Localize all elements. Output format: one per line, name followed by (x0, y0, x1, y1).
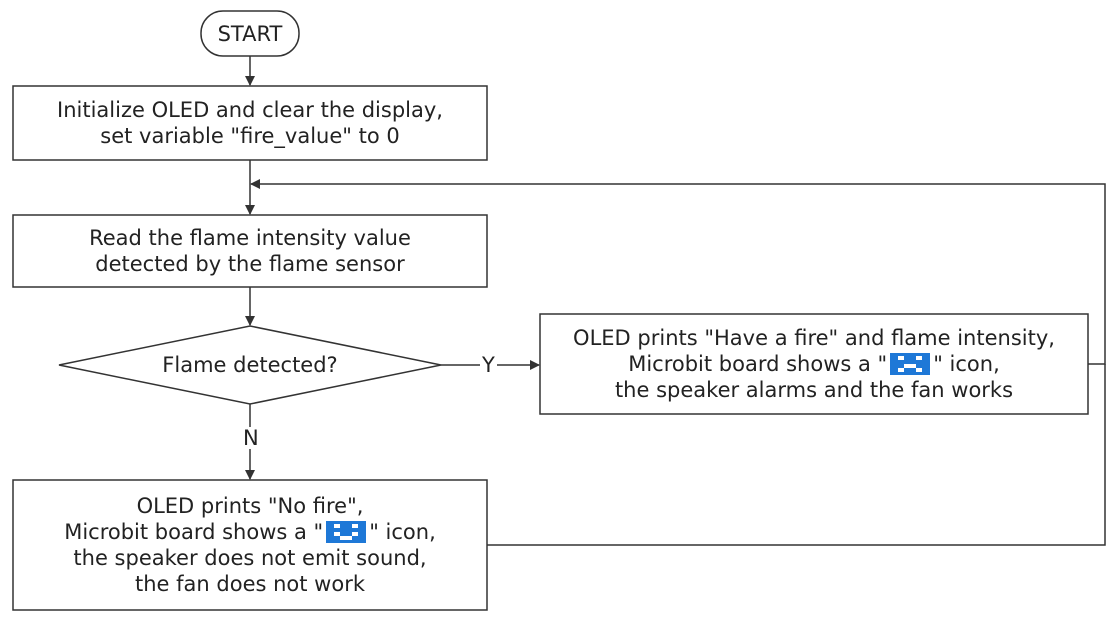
no-edge-label: N (242, 426, 260, 450)
smile-face-led-eye-left (334, 524, 341, 528)
init-line-2: set variable "fire_value" to 0 (100, 124, 400, 148)
read-box-shape (12, 214, 488, 288)
sad-face-led-mouth-right (916, 368, 923, 372)
init-box-shape (12, 85, 488, 161)
init-box: Initialize OLED and clear the display, s… (13, 86, 487, 160)
decision-node: Flame detected? (100, 345, 400, 385)
yes-line-2: Microbit board shows a " " icon, (628, 351, 1000, 377)
decision-label: Flame detected? (162, 353, 338, 377)
read-line-1: Read the flame intensity value (89, 226, 411, 250)
smile-face-led-mouth-right (352, 532, 359, 536)
yes-line-2-post: " icon, (933, 352, 1000, 376)
edge-no-loop-back (487, 364, 1106, 546)
smile-face-led-icon (326, 521, 367, 543)
yes-line-2-pre: Microbit board shows a " (628, 352, 888, 376)
sad-face-led-mouth-left (898, 368, 905, 372)
no-line-1: OLED prints "No fire", (136, 494, 364, 518)
no-line-2-post: " icon, (369, 520, 436, 544)
yes-box-shape (539, 313, 1089, 415)
smile-face-led-mouth-left (334, 532, 341, 536)
read-box: Read the flame intensity value detected … (13, 215, 487, 287)
smile-face-led-eye-right (352, 524, 359, 528)
read-line-2: detected by the flame sensor (95, 252, 405, 276)
smile-face-led-mouth-bottom (340, 536, 353, 540)
yes-line-1: OLED prints "Have a fire" and flame inte… (573, 326, 1055, 350)
init-line-1: Initialize OLED and clear the display, (57, 98, 443, 122)
no-box-shape (12, 479, 488, 611)
start-terminal: START (201, 11, 299, 56)
edge-yes-loop-back (250, 179, 1106, 365)
no-line-2-pre: Microbit board shows a " (64, 520, 324, 544)
sad-face-led-mouth-top (904, 364, 917, 368)
no-line-3: the speaker does not emit sound, (73, 546, 427, 570)
yes-line-3: the speaker alarms and the fan works (614, 378, 1014, 402)
no-line-4: the fan does not work (135, 572, 365, 596)
no-box: OLED prints "No fire", Microbit board sh… (13, 480, 487, 610)
no-line-2: Microbit board shows a " " icon, (64, 519, 436, 545)
start-label: START (217, 21, 283, 46)
sad-face-led-eye-right (916, 356, 923, 360)
sad-face-led-icon (890, 353, 931, 375)
sad-face-led-eye-left (898, 356, 905, 360)
yes-box: OLED prints "Have a fire" and flame inte… (540, 314, 1088, 414)
yes-edge-label: Y (480, 353, 497, 377)
